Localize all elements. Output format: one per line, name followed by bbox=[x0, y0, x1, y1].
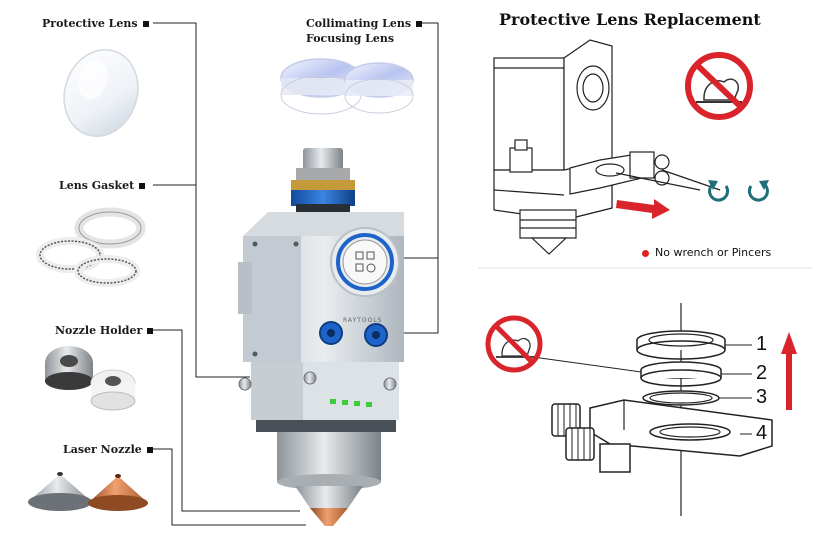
collimating-lens-label: Collimating Lens bbox=[306, 17, 423, 30]
up-arrow-icon bbox=[781, 332, 797, 410]
bullet-square-icon bbox=[416, 21, 423, 27]
laser-nozzle-label: Laser Nozzle bbox=[63, 443, 153, 456]
collimating-focusing-lens-image bbox=[280, 58, 414, 115]
no-tool-prohibition-icon bbox=[485, 315, 543, 373]
laser-cutting-head bbox=[238, 148, 404, 526]
lens-drawer-illustration bbox=[493, 39, 721, 255]
red-dot-icon bbox=[642, 249, 649, 257]
nozzle-holder-image bbox=[45, 346, 136, 411]
bullet-square-icon bbox=[142, 21, 149, 27]
part-number-1: 1 bbox=[756, 333, 768, 355]
bullet-square-icon bbox=[146, 447, 153, 453]
part-number-4: 4 bbox=[756, 422, 768, 444]
rotate-ccw-icon bbox=[708, 180, 730, 202]
replacement-title: Protective Lens Replacement bbox=[499, 10, 761, 29]
protective-lens-label: Protective Lens bbox=[42, 17, 149, 30]
lens-gasket-label: Lens Gasket bbox=[59, 179, 146, 192]
part-number-3: 3 bbox=[756, 386, 768, 408]
no-tool-prohibition-icon bbox=[685, 52, 753, 120]
lens-gasket-image bbox=[36, 207, 146, 287]
exploded-view-illustration bbox=[532, 303, 773, 516]
leader-lines bbox=[153, 22, 439, 526]
pull-arrow-icon bbox=[616, 199, 670, 219]
nozzle-holder-label: Nozzle Holder bbox=[55, 324, 154, 337]
laser-nozzle-image bbox=[28, 472, 148, 511]
focusing-lens-label: Focusing Lens bbox=[306, 32, 395, 45]
bullet-square-icon bbox=[147, 328, 154, 334]
no-tools-note: No wrench or Pincers bbox=[642, 246, 771, 259]
part-number-2: 2 bbox=[756, 362, 768, 384]
protective-lens-image bbox=[63, 48, 139, 138]
head-brand-text: RAYTOOLS bbox=[343, 317, 383, 324]
bullet-square-icon bbox=[139, 183, 146, 189]
rotate-cw-icon bbox=[747, 180, 769, 202]
